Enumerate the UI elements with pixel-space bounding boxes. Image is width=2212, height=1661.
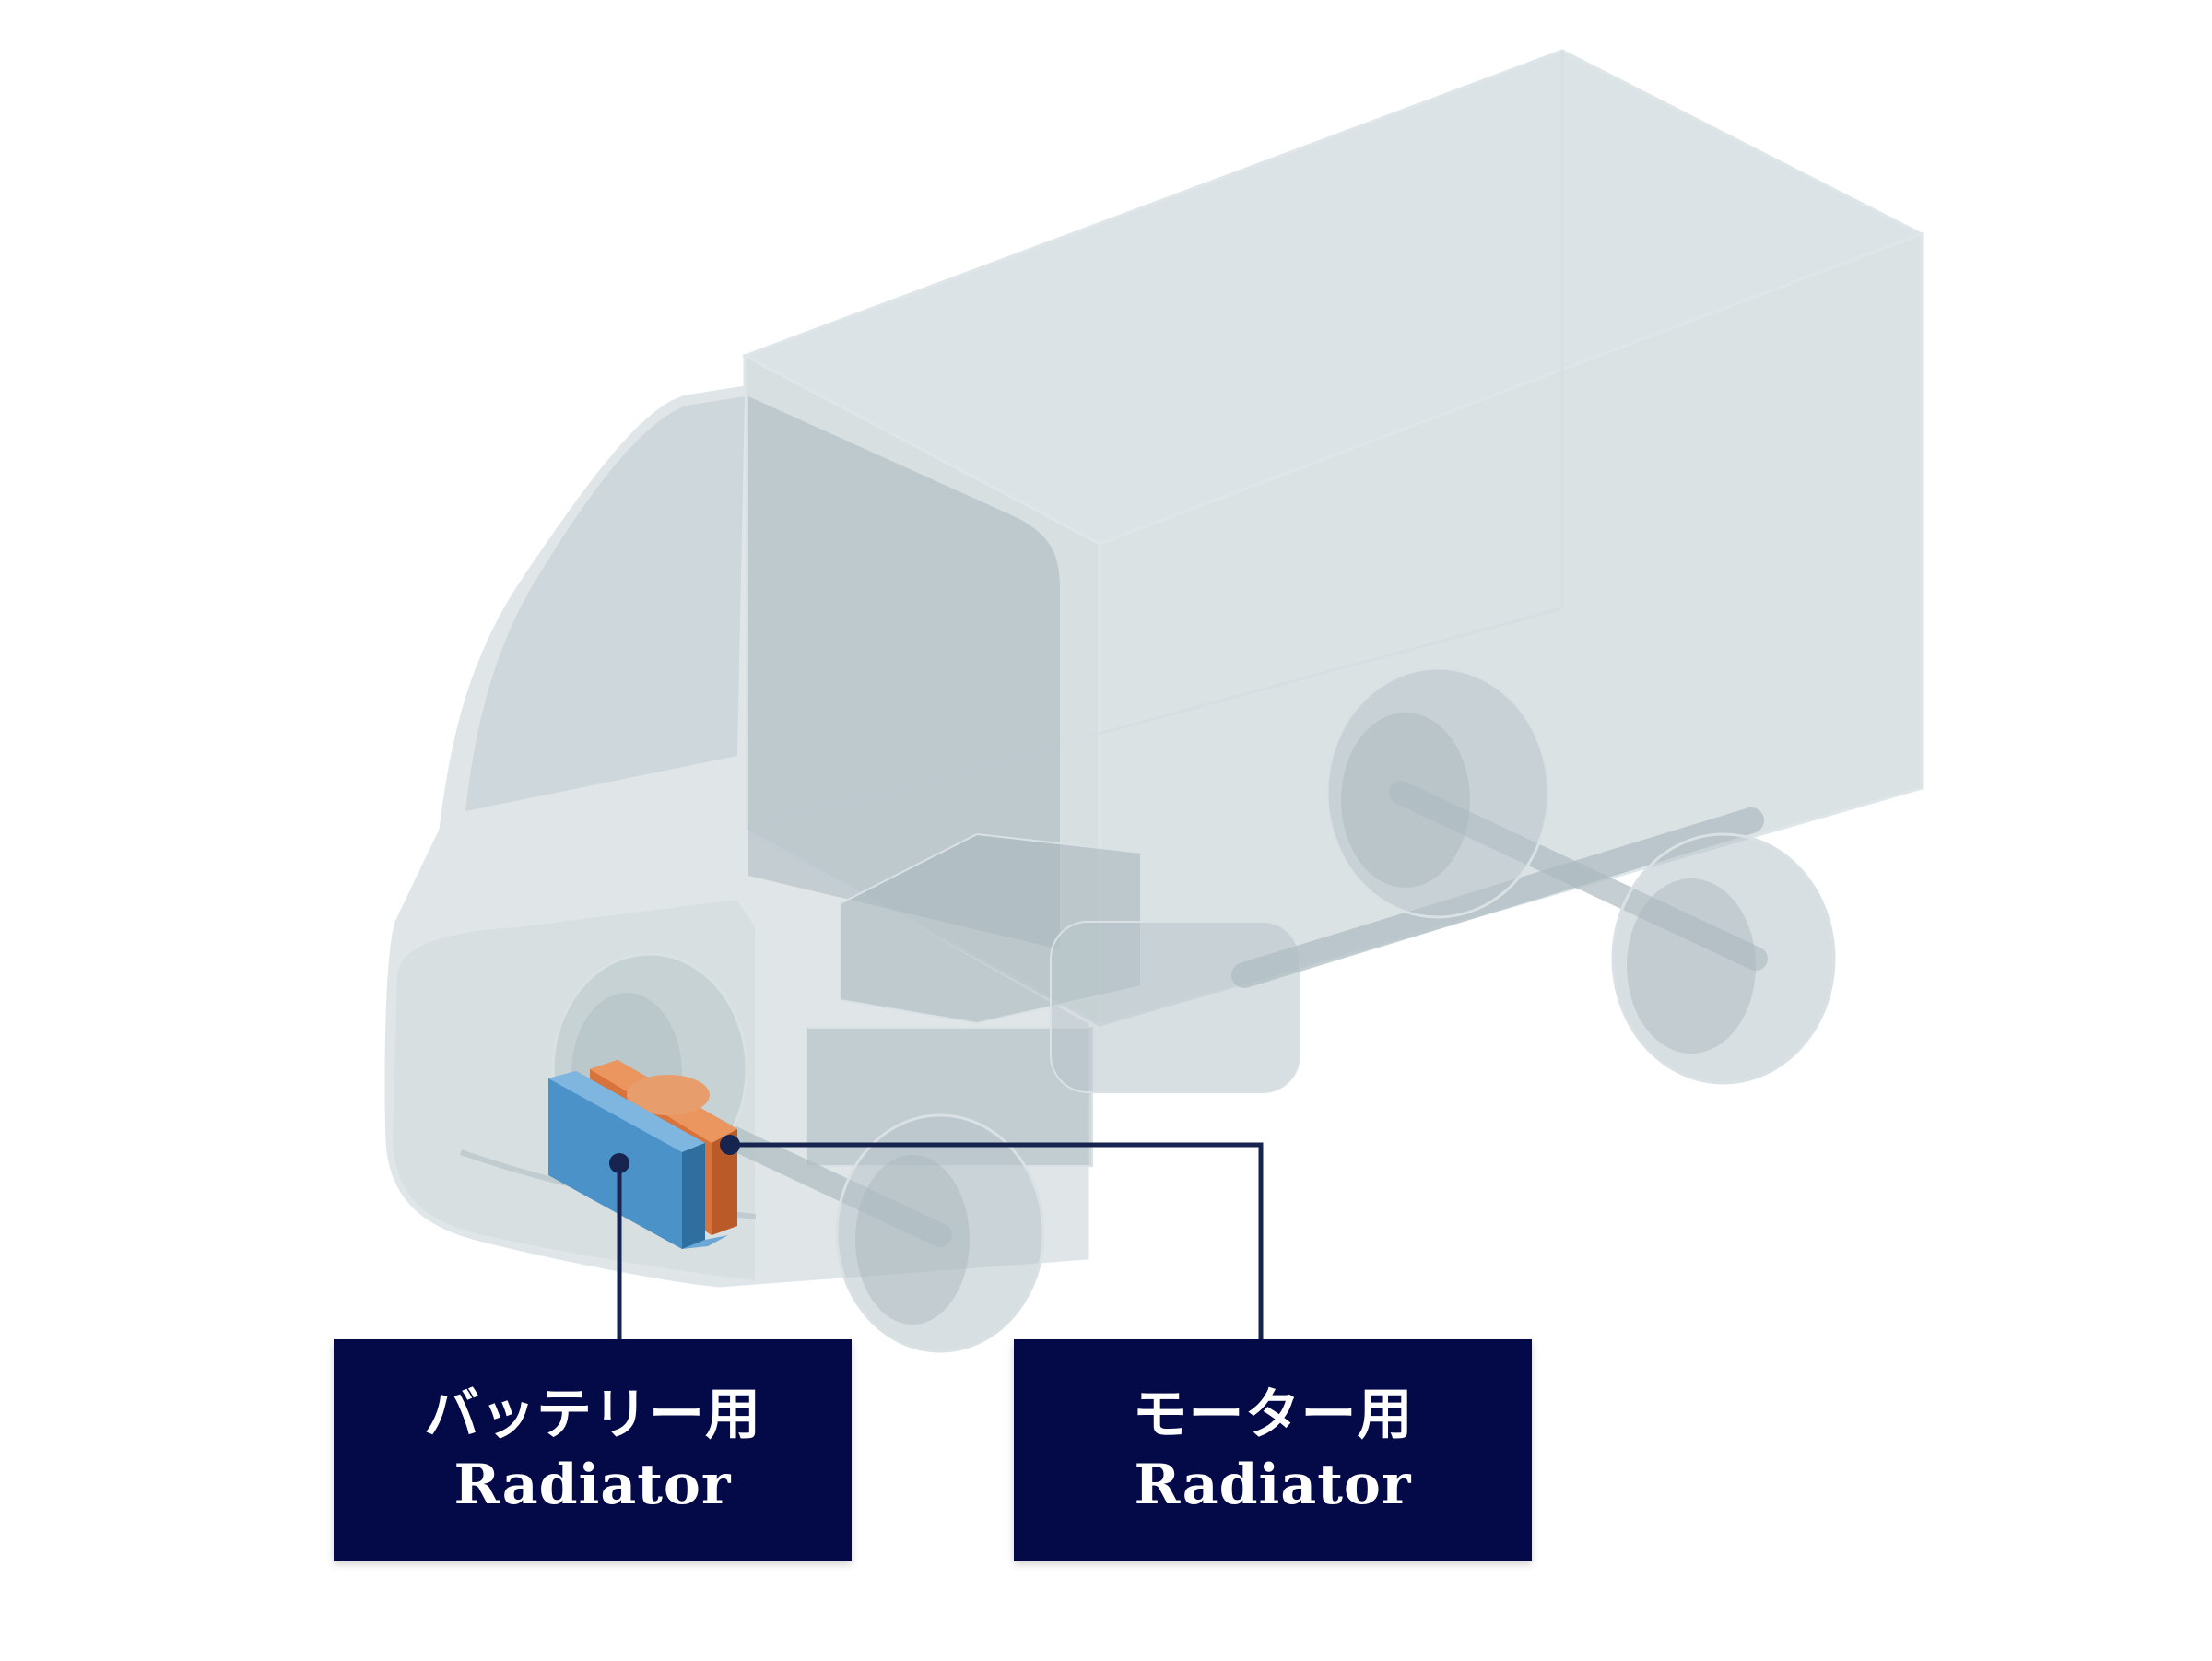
radiators xyxy=(548,1060,737,1249)
motor-radiator-label-line2: Radiator xyxy=(1134,1453,1412,1517)
cargo-box-bottom-edge xyxy=(744,607,1563,831)
rear-wheel-right xyxy=(1611,832,1836,1085)
motor-radiator-leader-dot xyxy=(720,1135,740,1155)
cab-windshield xyxy=(465,396,745,811)
front-wheel-right xyxy=(835,1113,1045,1353)
motor-radiator-label-line1: モーター用 xyxy=(1132,1383,1414,1447)
inverter-housing xyxy=(1050,921,1300,1093)
leader-lines xyxy=(609,1135,1264,1339)
rear-wheel-left xyxy=(1325,666,1550,919)
battery-radiator-leader-dot xyxy=(609,1153,629,1173)
motor-radiator-label: モーター用 Radiator xyxy=(1014,1339,1532,1561)
battery-radiator-label-line2: Radiator xyxy=(453,1453,732,1517)
battery-radiator-label: バッテリー用 Radiator xyxy=(334,1339,852,1561)
battery-radiator-label-line1: バッテリー用 xyxy=(424,1383,761,1447)
cab-door xyxy=(748,396,1060,949)
motor-radiator-leader xyxy=(730,1142,1264,1339)
